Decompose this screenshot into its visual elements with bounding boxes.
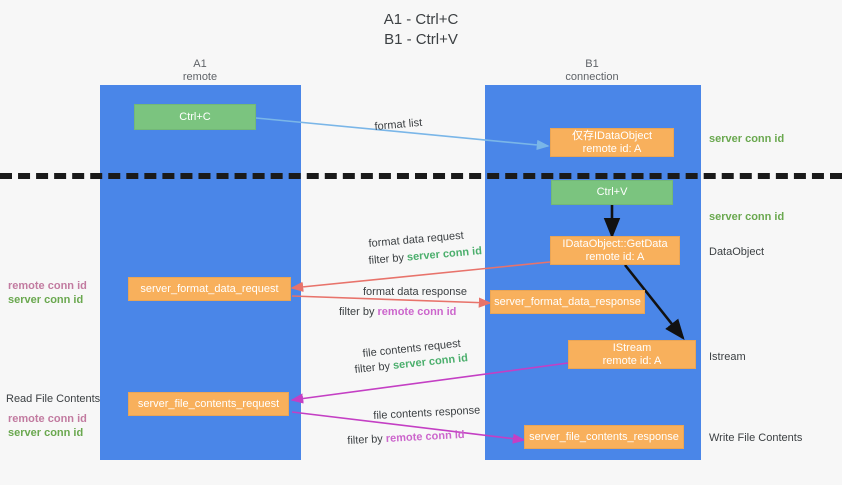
flow-label-format-data-response: format data response [363, 286, 467, 298]
node-server-format-data-request-label: server_format_data_request [140, 282, 279, 295]
node-ctrl-v-label: Ctrl+V [596, 186, 628, 198]
right-annotation-write-file-contents: Write File Contents [709, 432, 803, 444]
node-getdata-line1: IDataObject::GetData [562, 237, 668, 250]
node-getdata[interactable]: IDataObject::GetData remote id: A [550, 236, 680, 265]
node-server-format-data-response-label: server_format_data_response [494, 295, 641, 308]
node-istream-line1: IStream [612, 341, 652, 354]
column-b1-name: B1 [585, 58, 599, 70]
node-ctrl-v[interactable]: Ctrl+V [551, 180, 673, 205]
node-idataobject-line2: remote id: A [582, 142, 642, 155]
filter-value-remote-conn-id: remote conn id [377, 306, 457, 318]
node-idataobject[interactable]: 仅存IDataObject remote id: A [550, 128, 674, 157]
right-annotation-istream: Istream [709, 351, 746, 363]
phase-divider [0, 173, 842, 179]
left-annotation-read-file-contents: Read File Contents [6, 393, 101, 405]
page-title: A1 - Ctrl+C B1 - Ctrl+V [0, 10, 842, 50]
node-server-file-contents-response-label: server_file_contents_response [529, 430, 679, 443]
node-istream-line2: remote id: A [602, 354, 662, 367]
node-idataobject-line1: 仅存IDataObject [571, 129, 653, 142]
flow-label-file-contents-response-filter: filter by remote conn id [347, 428, 465, 448]
flow-label-format-data-response-filter: filter by remote conn id [339, 305, 456, 319]
flow-label-file-contents-response: file contents response [373, 404, 481, 422]
node-server-file-contents-response[interactable]: server_file_contents_response [524, 425, 684, 449]
column-header-a1: A1 remote [110, 58, 290, 84]
right-annotation-server-conn-id-top: server conn id [709, 133, 785, 145]
node-ctrl-c-label: Ctrl+C [179, 110, 211, 123]
column-a1-sub: remote [182, 71, 218, 83]
column-a1-name: A1 [193, 58, 207, 70]
filter-prefix: filter by [368, 251, 408, 267]
node-istream[interactable]: IStream remote id: A [568, 340, 696, 369]
title-line-2: B1 - Ctrl+V [384, 31, 458, 48]
filter-prefix: filter by [354, 359, 394, 376]
node-ctrl-c[interactable]: Ctrl+C [134, 104, 256, 130]
column-b1-sub: connection [565, 71, 619, 83]
left-annotation-server-conn-id-2: server conn id [8, 427, 84, 439]
filter-value-remote-conn-id: remote conn id [385, 428, 465, 445]
node-getdata-line2: remote id: A [585, 250, 645, 263]
filter-prefix: filter by [339, 306, 378, 318]
filter-prefix: filter by [347, 432, 387, 447]
right-annotation-dataobject: DataObject [709, 246, 765, 258]
title-line-1: A1 - Ctrl+C [383, 11, 459, 28]
node-server-format-data-response[interactable]: server_format_data_response [490, 290, 645, 314]
node-server-file-contents-request-label: server_file_contents_request [137, 397, 280, 410]
node-server-file-contents-request[interactable]: server_file_contents_request [128, 392, 289, 416]
left-annotation-server-conn-id: server conn id [8, 294, 84, 306]
filter-value-server-conn-id: server conn id [406, 245, 483, 264]
column-header-b1: B1 connection [502, 58, 682, 84]
right-annotation-server-conn-id-mid: server conn id [709, 211, 785, 223]
left-annotation-remote-conn-id-2: remote conn id [8, 413, 87, 425]
flow-label-format-list: format list [374, 116, 423, 133]
node-server-format-data-request[interactable]: server_format_data_request [128, 277, 291, 301]
left-annotation-remote-conn-id: remote conn id [8, 280, 87, 292]
